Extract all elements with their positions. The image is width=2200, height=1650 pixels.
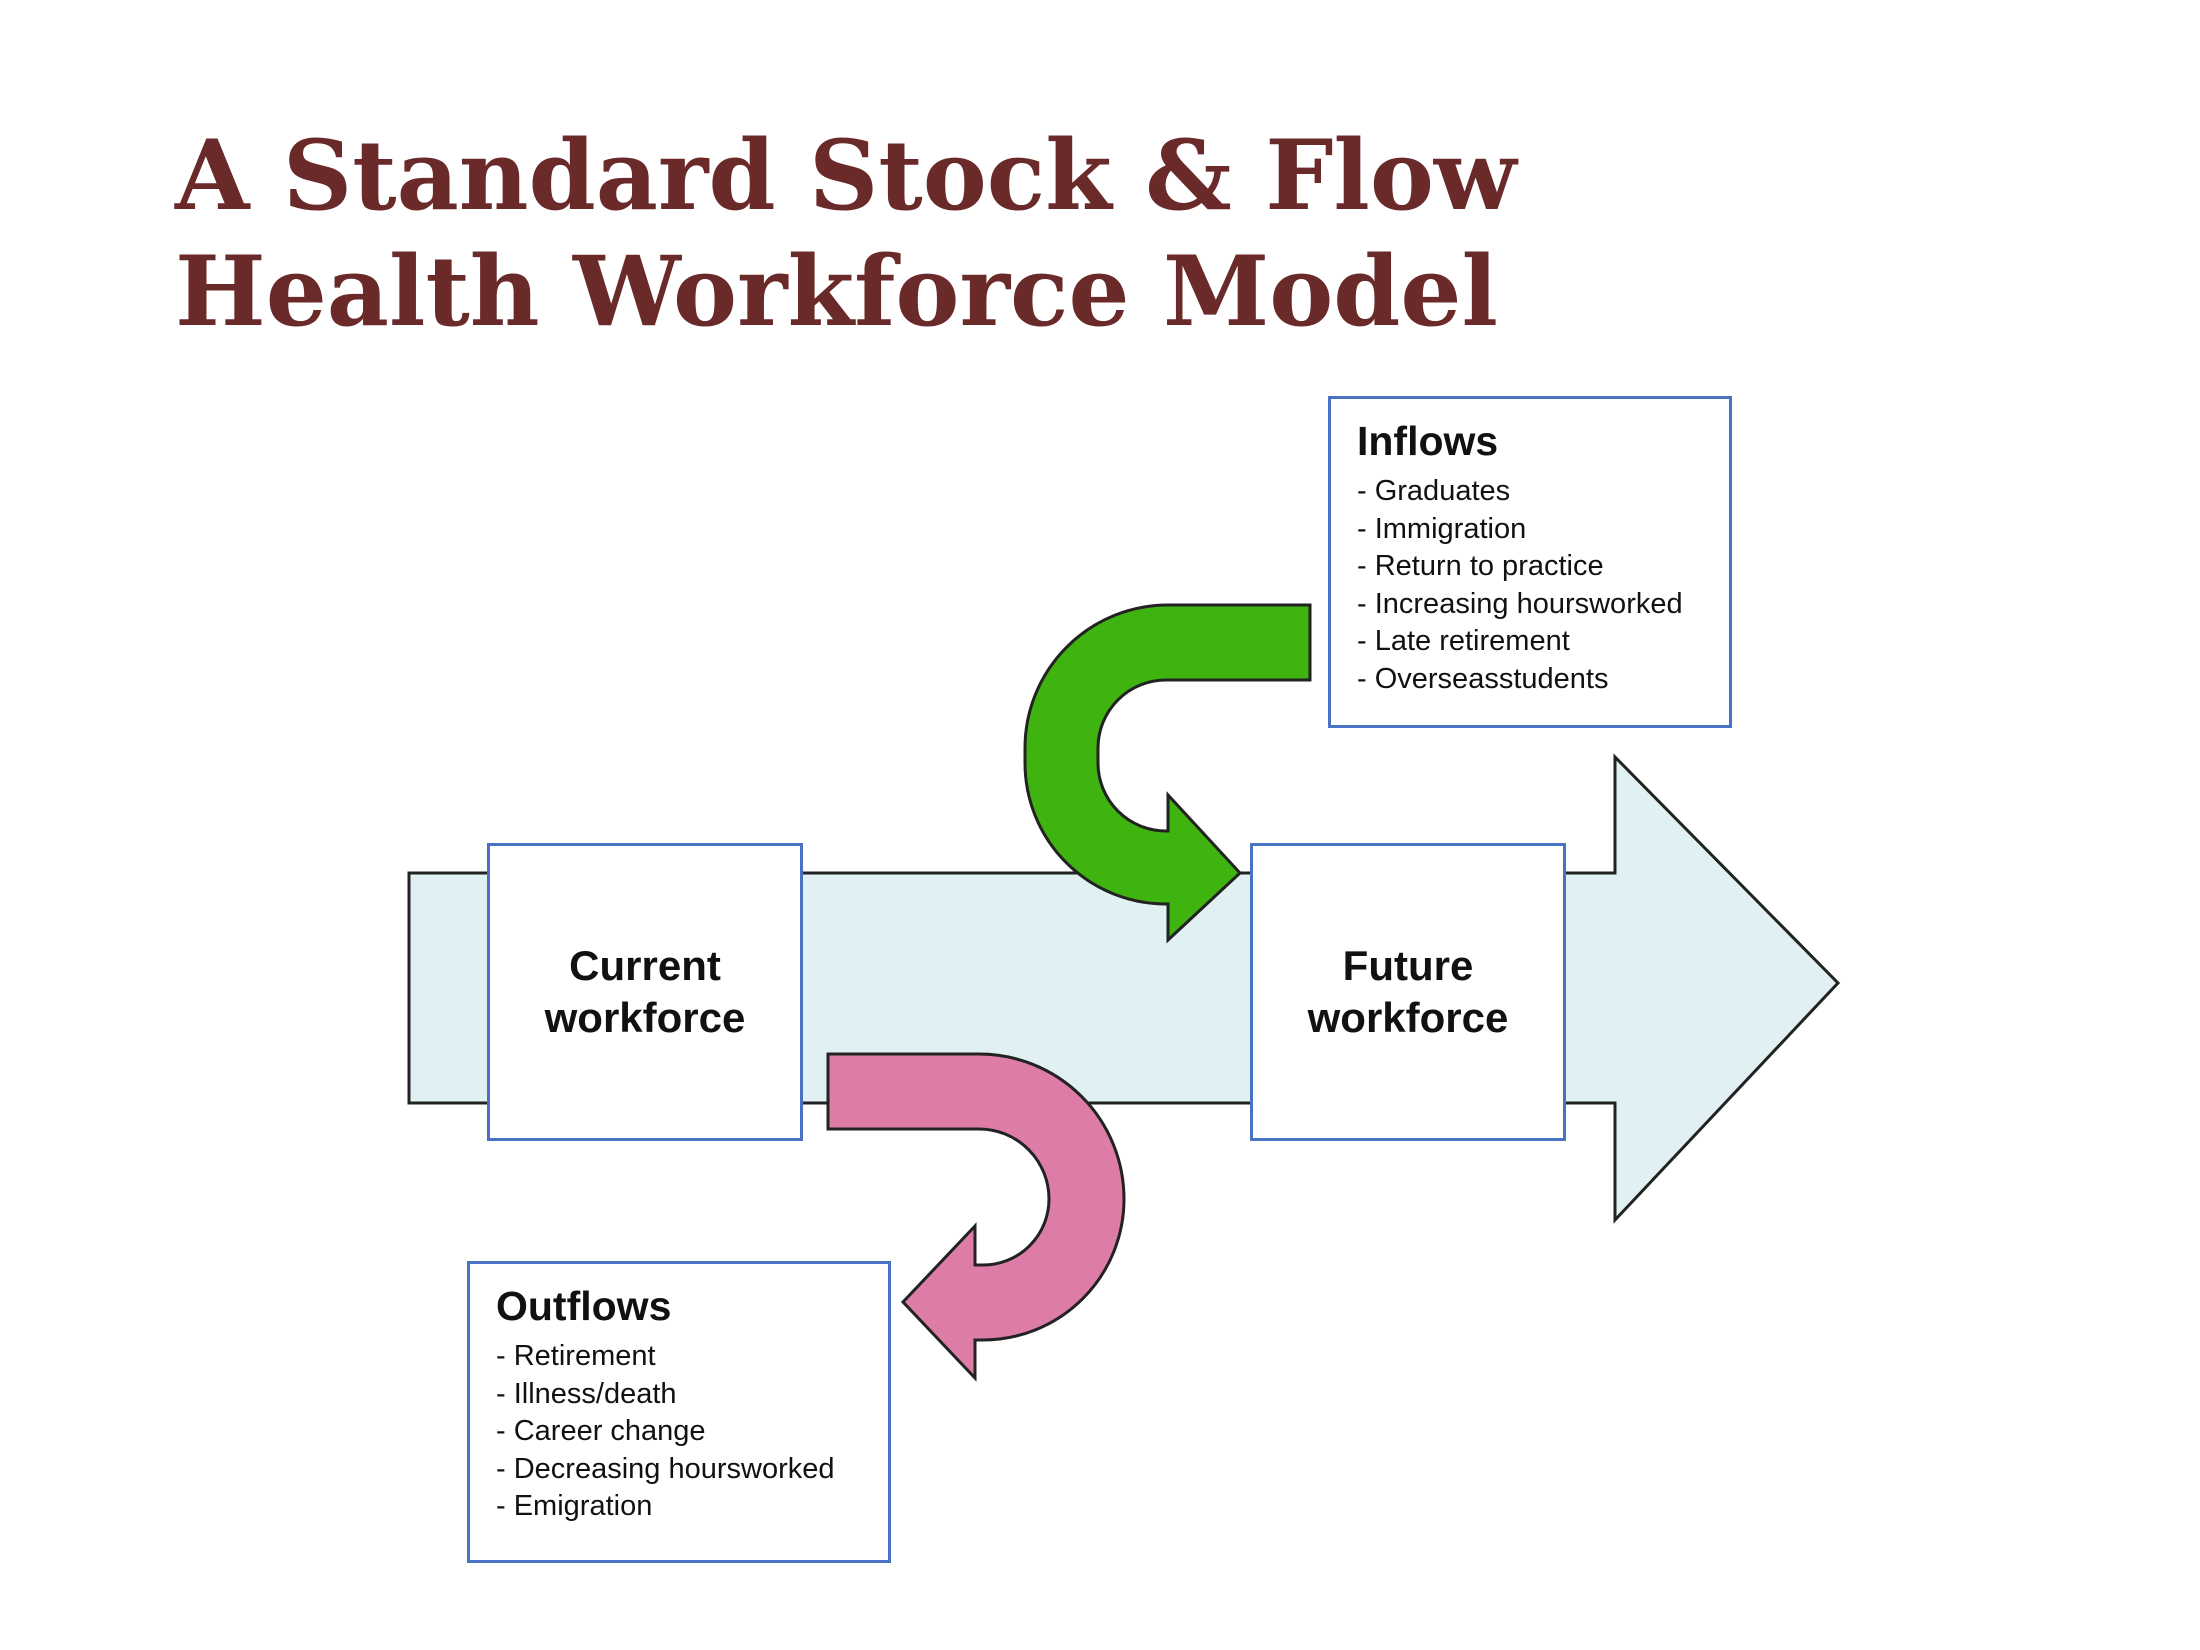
inflow-item: Graduates: [1357, 473, 1703, 511]
inflows-title: Inflows: [1357, 418, 1499, 464]
outflows-list: Retirement Illness/death Career change D…: [496, 1338, 862, 1526]
current-workforce-box: Current workforce: [487, 843, 803, 1141]
inflow-item: Overseasstudents: [1357, 661, 1703, 699]
slide-title-line-2: Health Workforce Model: [175, 235, 1498, 348]
inflows-list: Graduates Immigration Return to practice…: [1357, 473, 1703, 698]
outflows-title: Outflows: [496, 1283, 672, 1329]
outflow-item: Career change: [496, 1413, 862, 1451]
outflow-arrow: [826, 1052, 1126, 1382]
inflow-item: Increasing hoursworked: [1357, 586, 1703, 624]
outflow-item: Decreasing hoursworked: [496, 1451, 862, 1489]
inflow-item: Late retirement: [1357, 623, 1703, 661]
future-workforce-label: Future workforce: [1307, 942, 1509, 1041]
slide-title: A Standard Stock & Flow Health Workforce…: [175, 118, 1517, 350]
outflow-item: Illness/death: [496, 1376, 862, 1414]
inflow-arrow: [1023, 603, 1312, 944]
inflows-box: Inflows Graduates Immigration Return to …: [1328, 396, 1732, 728]
outflow-item: Emigration: [496, 1488, 862, 1526]
slide-title-line-1: A Standard Stock & Flow: [175, 119, 1517, 232]
outflow-item: Retirement: [496, 1338, 862, 1376]
future-workforce-box: Future workforce: [1250, 843, 1566, 1141]
outflows-box: Outflows Retirement Illness/death Career…: [467, 1261, 891, 1563]
inflow-item: Immigration: [1357, 511, 1703, 549]
inflow-item: Return to practice: [1357, 548, 1703, 586]
current-workforce-label: Current workforce: [544, 942, 746, 1041]
